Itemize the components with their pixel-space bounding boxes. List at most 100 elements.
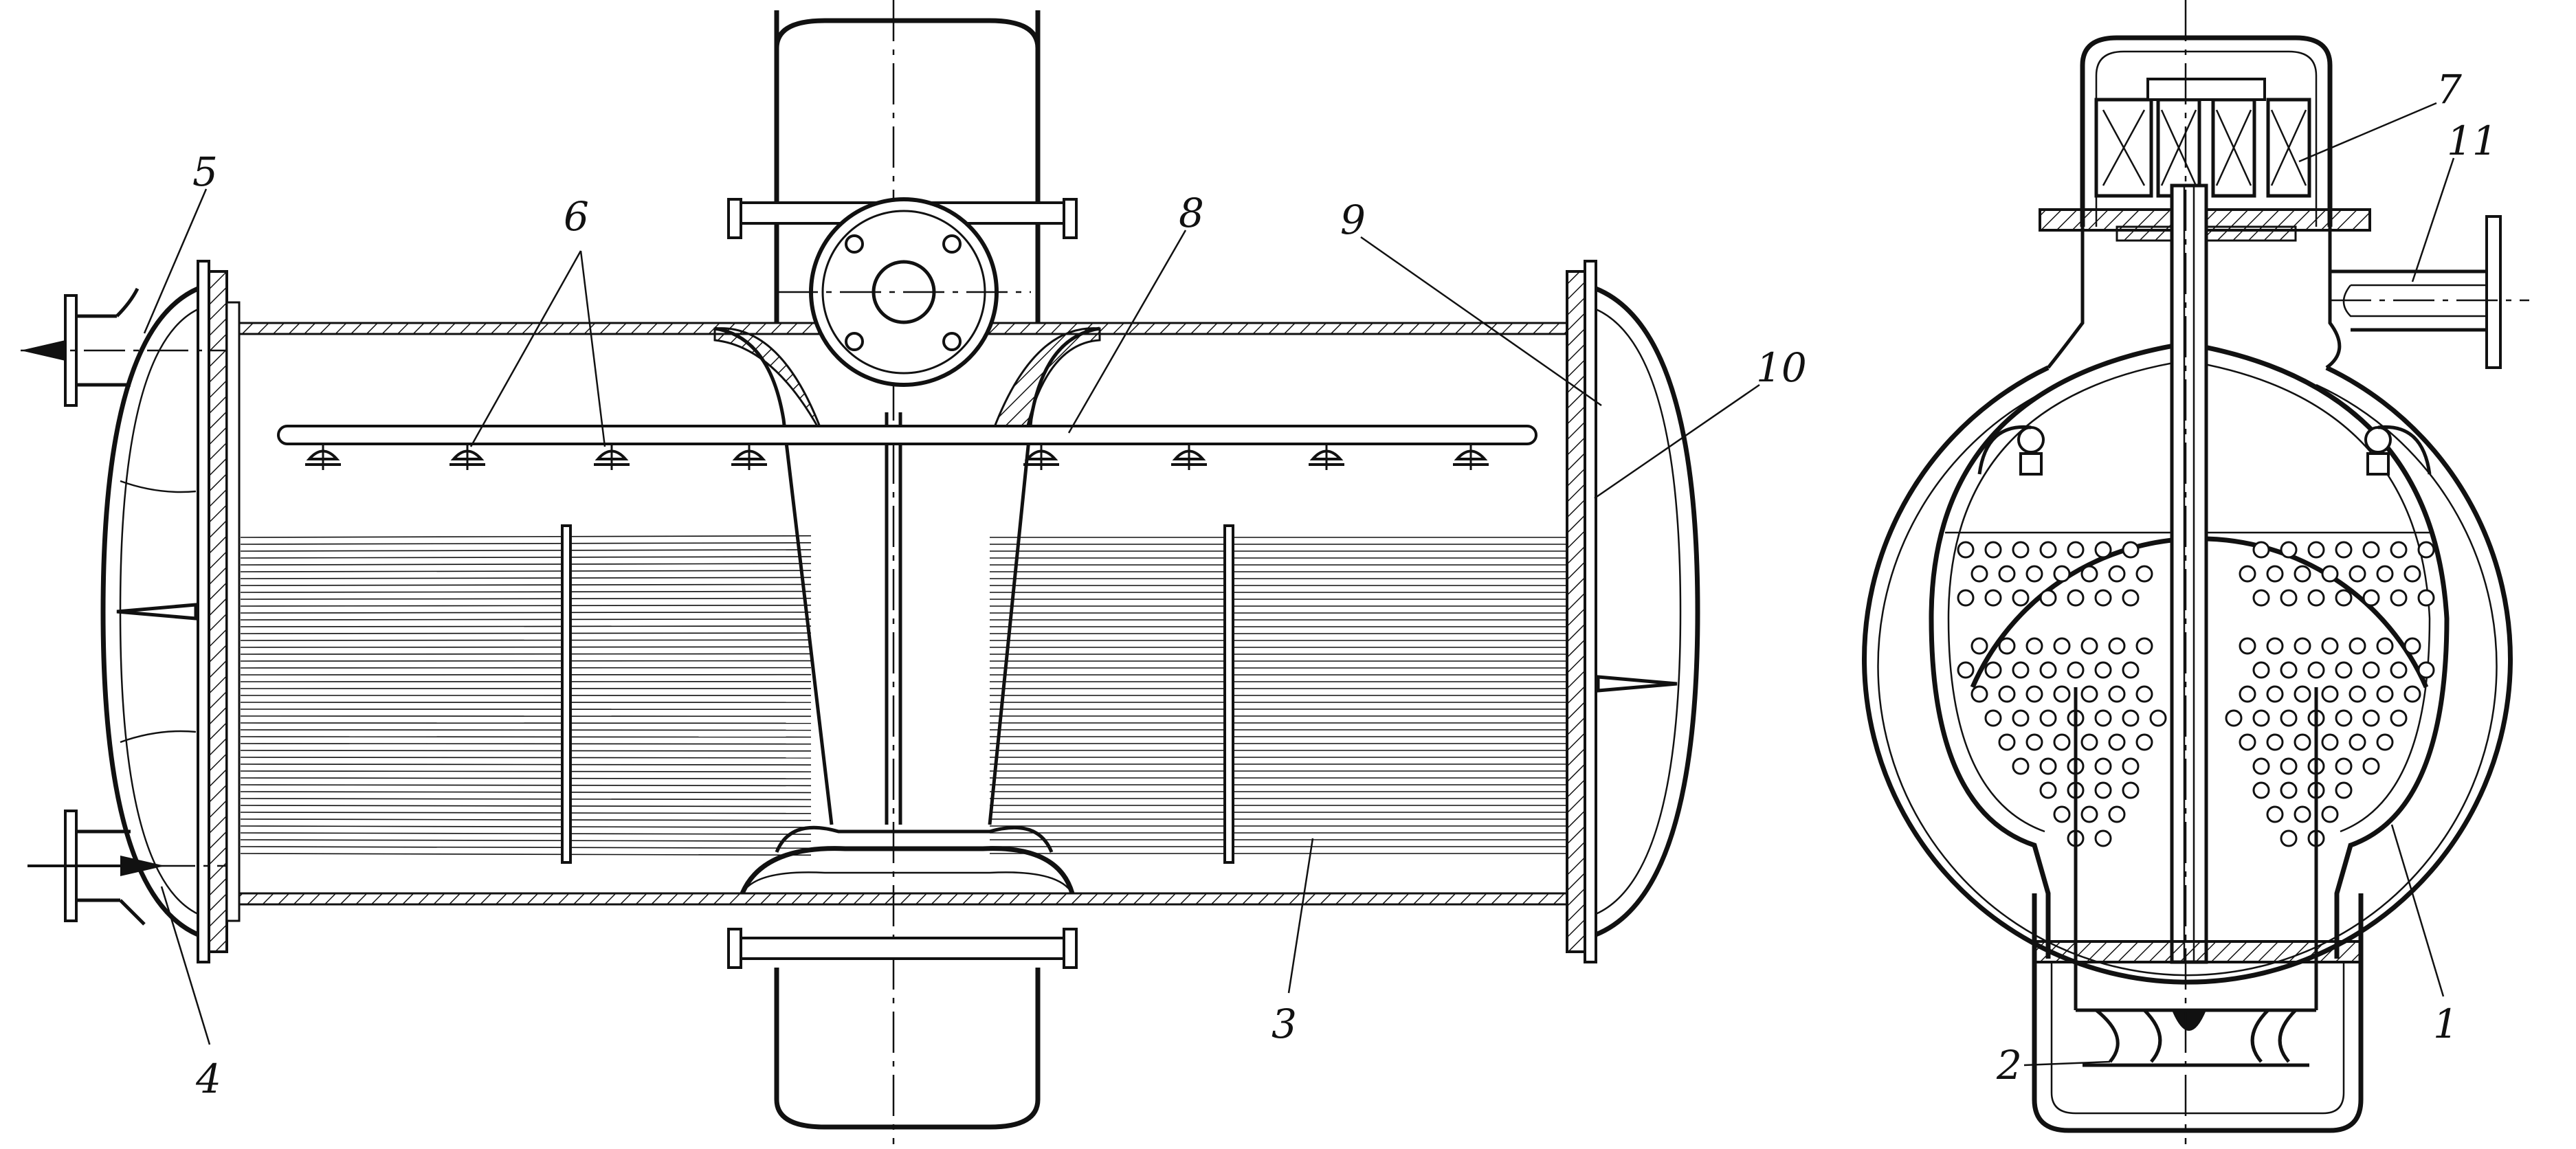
central-shaft bbox=[2170, 183, 2208, 964]
inspection-flange bbox=[777, 197, 1031, 387]
tube-hole bbox=[2025, 637, 2043, 655]
tube-hole bbox=[2417, 589, 2435, 607]
callout-7: 7 bbox=[2436, 66, 2462, 113]
tube-line bbox=[240, 556, 812, 559]
tube-hole bbox=[2376, 685, 2394, 703]
tube-line bbox=[240, 625, 812, 627]
tube-hole bbox=[2252, 757, 2270, 775]
tube-line bbox=[240, 777, 812, 780]
tube-line bbox=[240, 798, 812, 801]
tube-hole bbox=[1984, 709, 2002, 727]
tube-hole bbox=[2280, 589, 2298, 607]
tube-hole bbox=[2294, 565, 2311, 583]
tube-hole bbox=[2252, 661, 2270, 679]
spray-nozzle bbox=[1023, 444, 1059, 470]
tube-hole bbox=[2025, 565, 2043, 583]
tube-line bbox=[240, 853, 812, 856]
tube-hole bbox=[2094, 541, 2112, 559]
callout-8: 8 bbox=[1179, 190, 1204, 236]
tube-hole bbox=[2094, 829, 2112, 847]
tube-hole bbox=[2122, 589, 2140, 607]
tube-hole bbox=[2080, 565, 2098, 583]
tube-hole bbox=[2403, 637, 2421, 655]
tube-hole bbox=[2321, 733, 2339, 751]
tube-line bbox=[240, 825, 812, 828]
tube-hole bbox=[2266, 685, 2284, 703]
callout-labels: 5 6 8 9 10 3 4 7 11 1 2 bbox=[192, 66, 2498, 1102]
tube-hole bbox=[2094, 709, 2112, 727]
tube-hole bbox=[2108, 685, 2126, 703]
tube-line bbox=[240, 577, 812, 579]
tube-line bbox=[240, 549, 812, 552]
tube-lines bbox=[240, 535, 1567, 856]
tube-hole bbox=[2252, 589, 2270, 607]
tube-hole bbox=[2225, 709, 2243, 727]
leader-lines bbox=[143, 188, 1760, 1045]
tube-hole bbox=[1970, 565, 1988, 583]
spray-nozzle bbox=[594, 444, 630, 470]
tube-hole bbox=[2067, 661, 2085, 679]
tube-hole bbox=[2039, 757, 2057, 775]
tube-hole bbox=[2080, 733, 2098, 751]
tube-hole bbox=[2321, 805, 2339, 823]
tube-hole bbox=[1957, 589, 1975, 607]
spray-nozzle bbox=[449, 444, 485, 470]
tube-hole bbox=[1998, 637, 2016, 655]
flange-bolts bbox=[845, 234, 962, 351]
tube-hole bbox=[2335, 541, 2353, 559]
arrow-left-icon bbox=[21, 340, 65, 361]
right-tube-sheet bbox=[1566, 260, 1597, 963]
tube-hole bbox=[2403, 565, 2421, 583]
tube-hole bbox=[2122, 661, 2140, 679]
tube-hole bbox=[2376, 637, 2394, 655]
tube-hole bbox=[1998, 565, 2016, 583]
cross-section bbox=[1862, 0, 2529, 1144]
tube-line bbox=[240, 839, 812, 842]
tube-hole bbox=[2012, 709, 2030, 727]
tube-hole bbox=[2039, 781, 2057, 799]
tube-hole bbox=[2280, 829, 2298, 847]
spray-nozzle bbox=[1171, 444, 1207, 470]
arrow-right-icon bbox=[120, 856, 165, 876]
tube-hole bbox=[2307, 541, 2325, 559]
tube-hole bbox=[2390, 661, 2408, 679]
longitudinal-section bbox=[21, 0, 1760, 1144]
tube-hole bbox=[2135, 565, 2153, 583]
tube-hole bbox=[2239, 637, 2256, 655]
tube-hole bbox=[2307, 661, 2325, 679]
tube-hole bbox=[2239, 685, 2256, 703]
tube-support-plates bbox=[561, 524, 1234, 864]
tube-hole bbox=[2053, 733, 2071, 751]
spray-nozzle bbox=[1309, 444, 1344, 470]
tube-hole bbox=[2135, 733, 2153, 751]
tube-hole bbox=[2252, 781, 2270, 799]
tube-hole bbox=[2390, 541, 2408, 559]
drive-blocks bbox=[2094, 78, 2311, 198]
tube-hole bbox=[2362, 757, 2380, 775]
tube-hole bbox=[2335, 757, 2353, 775]
tube-hole bbox=[2039, 661, 2057, 679]
tube-line bbox=[240, 832, 812, 835]
tube-hole bbox=[2349, 733, 2366, 751]
tube-hole bbox=[2349, 637, 2366, 655]
tube-hole bbox=[2417, 661, 2435, 679]
tube-line bbox=[240, 812, 812, 814]
tube-hole bbox=[2280, 757, 2298, 775]
tube-holes bbox=[1957, 541, 2435, 847]
tube-hole bbox=[2321, 685, 2339, 703]
tube-hole bbox=[2335, 781, 2353, 799]
tube-hole bbox=[2135, 685, 2153, 703]
callout-11: 11 bbox=[2447, 118, 2498, 164]
tube-hole bbox=[2362, 709, 2380, 727]
tube-hole bbox=[2252, 541, 2270, 559]
tube-hole bbox=[2080, 805, 2098, 823]
tube-hole bbox=[2122, 781, 2140, 799]
spray-nozzle bbox=[305, 444, 341, 470]
tube-hole bbox=[2025, 733, 2043, 751]
tube-hole bbox=[2376, 733, 2394, 751]
tube-hole bbox=[2349, 685, 2366, 703]
tube-line bbox=[240, 563, 812, 566]
tube-hole bbox=[1984, 661, 2002, 679]
tube-hole bbox=[2053, 565, 2071, 583]
spray-nozzles bbox=[305, 444, 1489, 470]
